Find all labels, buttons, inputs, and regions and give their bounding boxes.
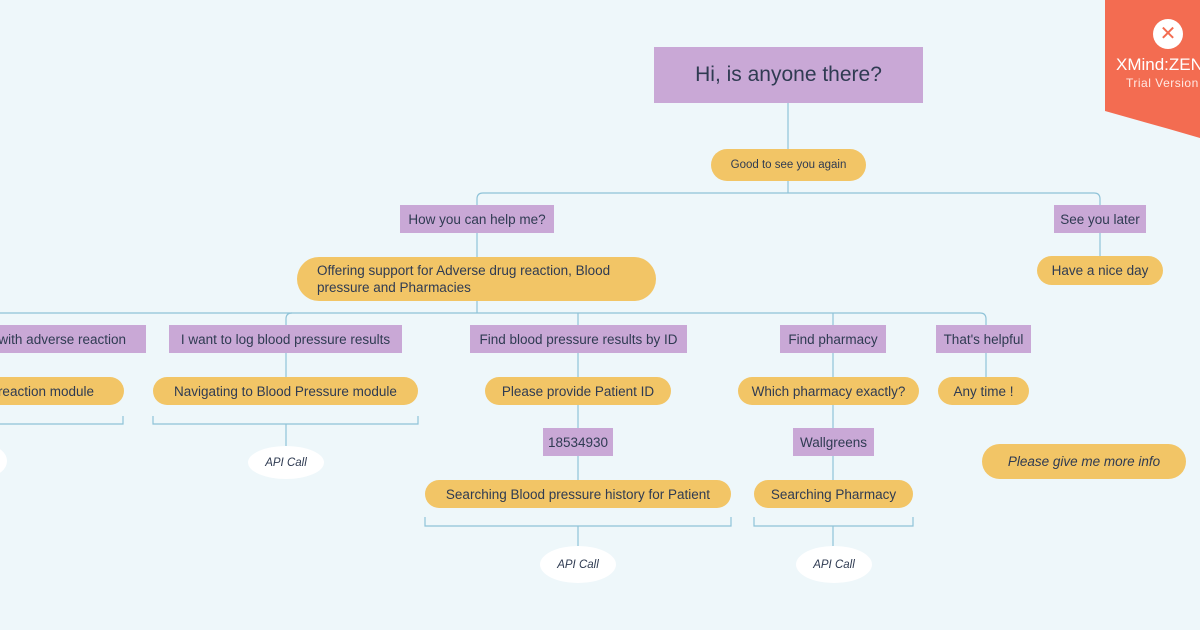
summary-bracket	[753, 517, 914, 546]
patient-id-node[interactable]: 18534930	[543, 428, 613, 456]
greeting-node[interactable]: Good to see you again	[711, 149, 866, 181]
provide-patient-id-node[interactable]: Please provide Patient ID	[485, 377, 671, 405]
summary-bracket	[424, 517, 732, 546]
find-bp-by-id-user-node[interactable]: Find blood pressure results by ID	[470, 325, 687, 353]
connector	[476, 192, 1101, 205]
search-bp-history-node[interactable]: Searching Blood pressure history for Pat…	[425, 480, 731, 508]
api-call-node[interactable]: API Call	[796, 546, 872, 583]
thats-helpful-user-node[interactable]: That's helpful	[936, 325, 1031, 353]
connector	[0, 312, 987, 325]
find-pharmacy-user-node[interactable]: Find pharmacy	[780, 325, 886, 353]
any-time-node[interactable]: Any time !	[938, 377, 1029, 405]
summary-bracket	[152, 416, 419, 446]
summary-bracket	[0, 416, 124, 425]
watermark-subtitle: Trial Version	[1126, 76, 1199, 90]
pharmacy-name-node[interactable]: Wallgreens	[793, 428, 874, 456]
offer-node[interactable]: Offering support for Adverse drug reacti…	[297, 257, 656, 301]
which-pharmacy-node[interactable]: Which pharmacy exactly?	[738, 377, 919, 405]
adverse-reaction-bot-node[interactable]: reaction module	[0, 377, 124, 405]
xmind-x-icon: ✕	[1153, 19, 1183, 49]
more-info-floating-node[interactable]: Please give me more info	[982, 444, 1186, 479]
root-topic[interactable]: Hi, is anyone there?	[654, 47, 923, 103]
api-call-node[interactable]: API Call	[540, 546, 616, 583]
help-question-node[interactable]: How you can help me?	[400, 205, 554, 233]
adverse-reaction-user-node[interactable]: with adverse reaction	[0, 325, 146, 353]
see-you-later-node[interactable]: See you later	[1054, 205, 1146, 233]
nice-day-node[interactable]: Have a nice day	[1037, 256, 1163, 285]
navigate-blood-pressure-node[interactable]: Navigating to Blood Pressure module	[153, 377, 418, 405]
search-pharmacy-node[interactable]: Searching Pharmacy	[754, 480, 913, 508]
log-blood-pressure-user-node[interactable]: I want to log blood pressure results	[169, 325, 402, 353]
connector	[285, 312, 293, 325]
api-call-node[interactable]: API Call	[248, 446, 324, 479]
watermark-title: XMind:ZEN	[1116, 55, 1200, 74]
api-call-node-partial[interactable]	[0, 446, 7, 476]
